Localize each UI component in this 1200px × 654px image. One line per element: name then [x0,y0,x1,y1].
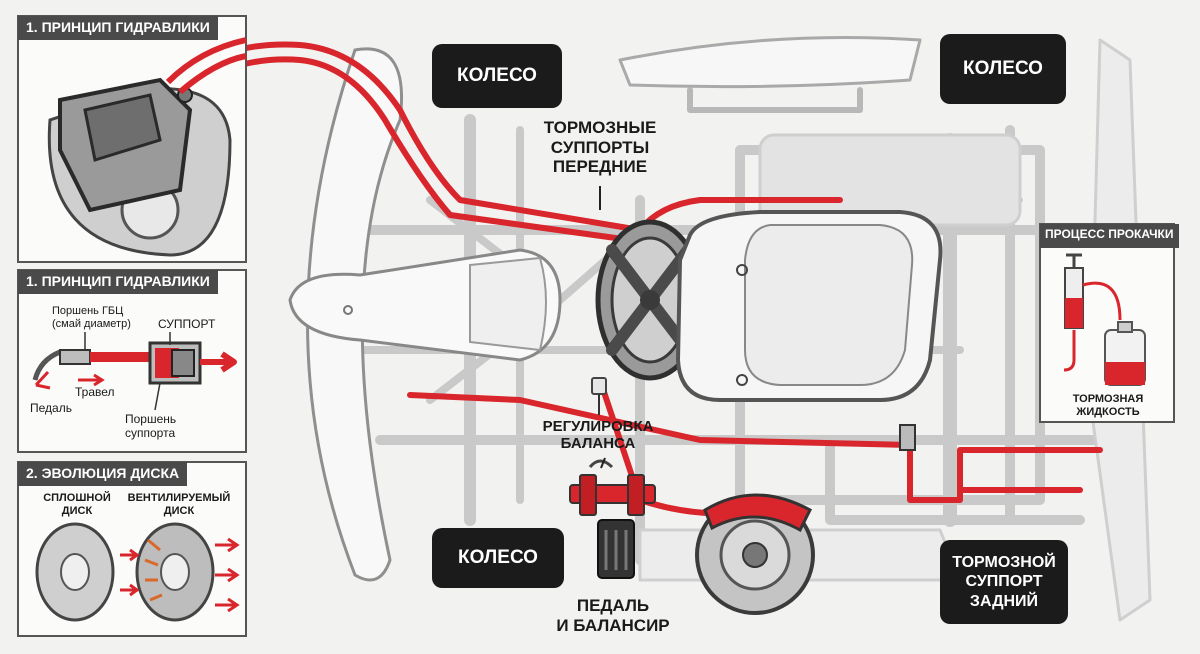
label-pedal: Педаль [30,401,72,415]
label-pedal-balancer: ПЕДАЛЬ И БАЛАНСИР [556,596,670,635]
panel-hydraulic-schema-title: 1. ПРИНЦИП ГИДРАВЛИКИ [18,270,218,294]
label-solid-disc: СПЛОШНОЙ ДИСК [43,492,111,517]
panel-bleeding-art [1039,223,1175,423]
label-vented-disc: ВЕНТИЛИРУЕМЫЙ ДИСК [127,492,231,517]
rear-bleed-fitting [899,424,916,451]
label-balance-adjust: РЕГУЛИРОВКА БАЛАНСА [542,418,654,453]
panel-hydraulic-top-title: 1. ПРИНЦИП ГИДРАВЛИКИ [18,16,218,40]
label-front-calipers: ТОРМОЗНЫЕ СУППОРТЫ ПЕРЕДНИЕ [543,118,657,177]
rear-caliper-label: ТОРМОЗНОЙ СУППОРТ ЗАДНИЙ [940,540,1068,624]
wheel-rear-left: КОЛЕСО [432,528,564,588]
balance-adjuster [591,377,607,395]
rear-brake-disc [695,493,815,615]
wheel-front-left: КОЛЕСО [432,44,562,108]
pedal-balancer-assembly [569,457,656,579]
label-caliper-piston: Поршень суппорта [125,412,177,440]
label-piston-gbc: Поршень ГБЦ (смай диаметр) [52,305,131,330]
wheel-front-right: КОЛЕСО [940,34,1066,104]
panel-bleeding-title: ПРОЦЕСС ПРОКАЧКИ [1040,224,1179,248]
label-caliper: СУППОРТ [158,317,216,331]
label-travel: Травел [75,385,115,399]
panel-hydraulic-schema-art [17,269,247,453]
panel-disc-evolution-art [17,461,247,637]
panel-disc-evolution-title: 2. ЭВОЛЮЦИЯ ДИСКА [18,462,188,486]
label-brake-fluid: ТОРМОЗНАЯ ЖИДКОСТЬ [1072,393,1144,418]
panel-hydraulic-top-art [17,15,247,263]
